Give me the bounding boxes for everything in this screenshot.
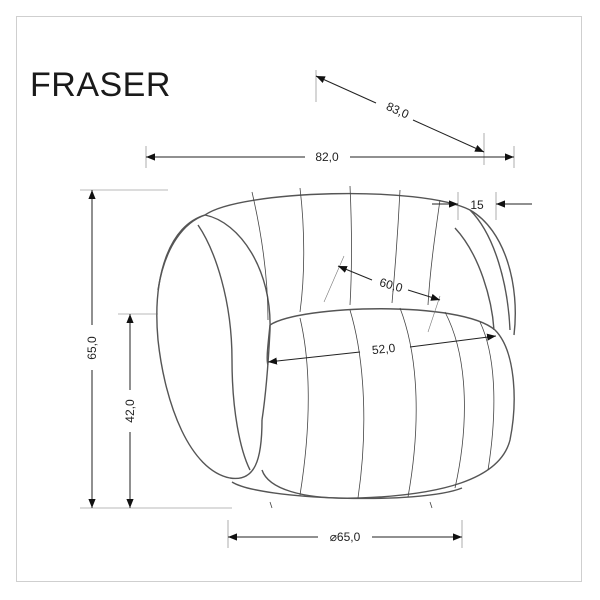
dimension-total-height: 65,0	[80, 189, 232, 509]
seat-width-label: 52,0	[371, 341, 396, 357]
depth-diagonal-label: 83,0	[384, 99, 411, 121]
dimension-width: 82,0	[145, 146, 515, 168]
width-label: 82,0	[315, 150, 339, 164]
dimension-seat-depth: 60,0	[323, 255, 441, 333]
seat-height-label: 42,0	[123, 399, 137, 423]
dimension-base-diameter: ⌀65,0	[227, 520, 463, 548]
dimension-depth-diagonal: 83,0	[315, 70, 485, 165]
total-height-label: 65,0	[85, 336, 99, 360]
dimension-back-thickness: 15	[432, 192, 532, 220]
base-diameter-label: ⌀65,0	[330, 530, 361, 544]
chair-outline	[156, 185, 516, 509]
back-thickness-label: 15	[470, 198, 484, 212]
dimension-seat-height: 42,0	[118, 313, 158, 508]
dimension-seat-width: 52,0	[267, 333, 497, 365]
drawing-frame	[16, 16, 582, 582]
seat-depth-label: 60,0	[378, 275, 405, 295]
product-title: FRASER	[30, 66, 171, 104]
